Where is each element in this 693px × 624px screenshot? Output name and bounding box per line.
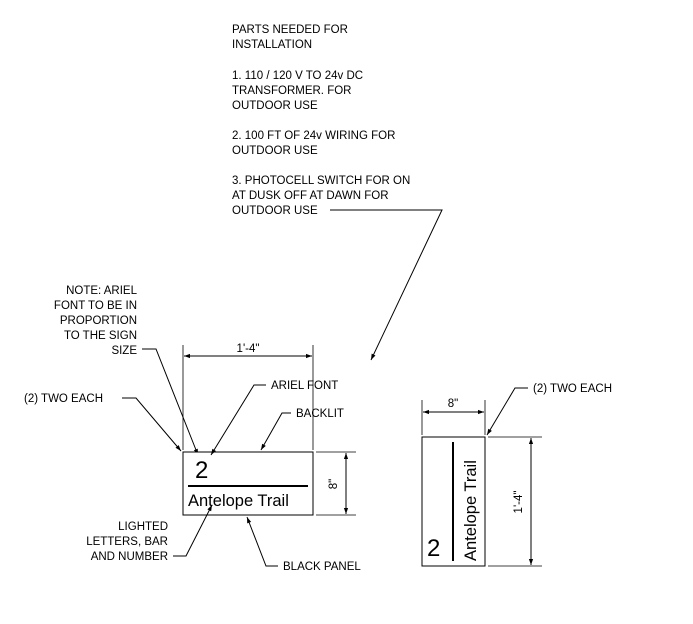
parts-item-3-line-1: 3. PHOTOCELL SWITCH FOR ON: [232, 175, 410, 187]
black-panel-leader: [246, 516, 278, 567]
parts-item-2-line-1: 2. 100 FT OF 24v WIRING FOR: [232, 130, 395, 142]
ariel-font-label: ARIEL FONT: [271, 380, 338, 392]
backlit-leader: [260, 412, 291, 451]
horizontal-sign-panel: [182, 451, 314, 516]
h-height-dimension-text: 8": [328, 479, 340, 489]
black-panel-label: BLACK PANEL: [283, 561, 361, 573]
h-width-dimension-text: 1'-4": [237, 343, 260, 355]
two-each-right-label: (2) TWO EACH: [533, 383, 612, 395]
backlit-label: BACKLIT: [296, 408, 344, 420]
parts-note: PARTS NEEDED FOR INSTALLATION 1. 110 / 1…: [232, 24, 410, 217]
horizontal-sign-number: 2: [195, 457, 208, 484]
v-height-dimension-text: 1'-4": [513, 491, 525, 514]
ariel-font-leader: [210, 384, 266, 456]
font-note: NOTE: ARIEL FONT TO BE IN PROPORTION TO …: [54, 285, 138, 357]
parts-heading-line-1: PARTS NEEDED FOR: [232, 24, 348, 36]
font-note-line-4: TO THE SIGN: [64, 330, 137, 342]
font-note-line-5: SIZE: [111, 345, 137, 357]
two-each-left-leader: [122, 397, 182, 452]
v-width-dimension-text: 8": [448, 398, 458, 410]
parts-item-3-line-3: OUTDOOR USE: [232, 205, 318, 217]
font-note-line-1: NOTE: ARIEL: [66, 285, 138, 297]
font-note-line-2: FONT TO BE IN: [54, 300, 137, 312]
parts-item-1-line-2: TRANSFORMER. FOR: [232, 85, 351, 97]
font-note-leader-arrow: [142, 348, 199, 456]
lighted-line-2: LETTERS, BAR: [86, 536, 168, 548]
parts-item-2-line-2: OUTDOOR USE: [232, 145, 318, 157]
parts-item-1-line-1: 1. 110 / 120 V TO 24v DC: [232, 70, 363, 82]
lighted-line-3: AND NUMBER: [91, 551, 168, 563]
lighted-line-1: LIGHTED: [118, 521, 168, 533]
parts-item-1-line-3: OUTDOOR USE: [232, 100, 318, 112]
lighted-leader: [173, 504, 213, 557]
parts-item-3-line-2: AT DUSK OFF AT DAWN FOR: [232, 190, 389, 202]
two-each-left-label: (2) TWO EACH: [24, 393, 103, 405]
two-each-right-leader: [486, 387, 528, 436]
horizontal-sign-street: Antelope Trail: [188, 492, 289, 510]
parts-heading-line-2: INSTALLATION: [232, 39, 312, 51]
vertical-sign-number: 2: [427, 535, 440, 562]
vertical-sign-street: Antelope Trail: [462, 460, 480, 561]
font-note-line-3: PROPORTION: [60, 315, 137, 327]
parts-leader-arrow: [330, 209, 443, 361]
